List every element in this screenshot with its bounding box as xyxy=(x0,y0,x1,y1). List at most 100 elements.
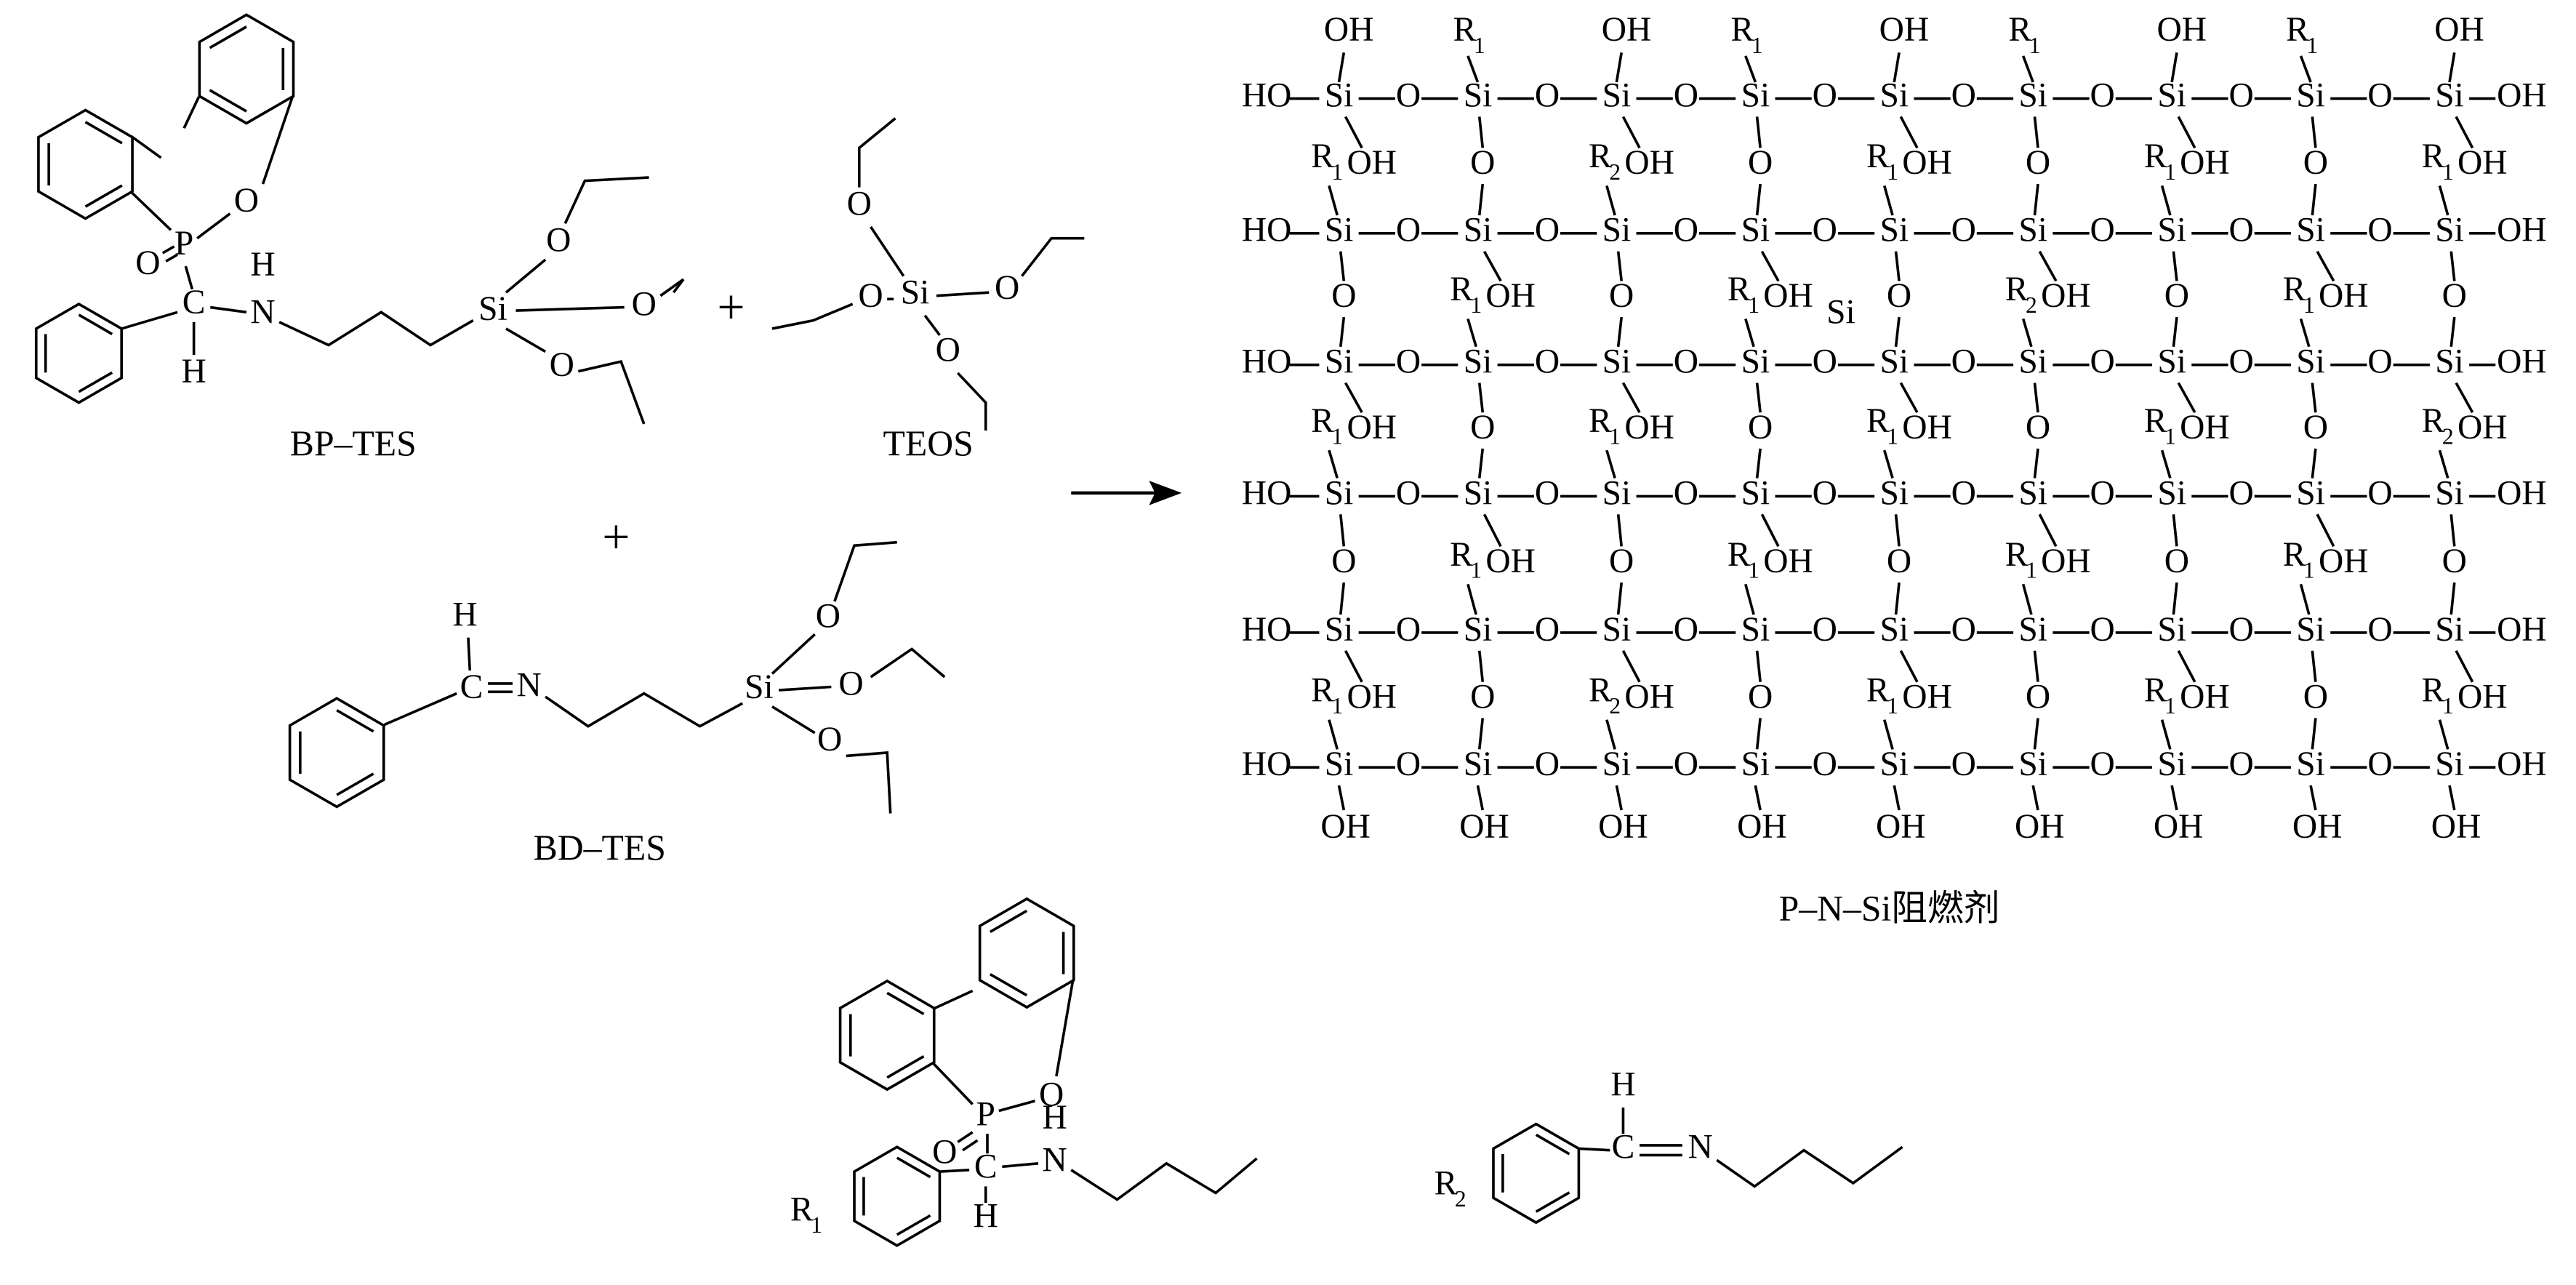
r1-label: R xyxy=(2008,11,2031,49)
r-subscript: 1 xyxy=(1331,424,1343,449)
silicon-atom: Si xyxy=(1879,611,1909,649)
r2-label: R xyxy=(2422,402,2445,440)
bond xyxy=(165,253,178,263)
hydroxyl-label: OH xyxy=(2292,808,2343,846)
r-subscript: 2 xyxy=(2442,424,2454,449)
bond xyxy=(1894,316,1901,347)
bond xyxy=(182,96,201,129)
bond xyxy=(771,705,816,734)
r-subscript: 1 xyxy=(2303,292,2315,318)
bridging-oxygen: O xyxy=(2090,745,2115,783)
bridging-oxygen: O xyxy=(2303,144,2328,182)
silicon-atom: Si xyxy=(2296,611,2325,649)
hydroxyl-label: OH xyxy=(2431,808,2481,846)
bridging-oxygen: O xyxy=(1813,212,1837,249)
bridging-oxygen: O xyxy=(1396,212,1421,249)
bond xyxy=(896,1156,931,1179)
bridging-oxygen: O xyxy=(1951,611,1976,649)
bridging-oxygen: O xyxy=(1674,343,1698,381)
bridging-oxygen: O xyxy=(1396,343,1421,381)
bridging-oxygen: O xyxy=(2367,212,2392,249)
bridging-oxygen: O xyxy=(1331,277,1356,315)
hydroxyl-label: OH xyxy=(2497,745,2547,783)
bond xyxy=(2309,785,2317,811)
silicon-atom: Si xyxy=(745,668,774,706)
bridging-oxygen: O xyxy=(1674,76,1698,114)
bond xyxy=(1882,719,1894,750)
bridging-oxygen: O xyxy=(1951,212,1976,249)
bond xyxy=(1339,514,1346,547)
silicon-atom: Si xyxy=(1325,745,1354,783)
bond xyxy=(2160,449,2172,479)
silicon-atom: Si xyxy=(1602,76,1632,114)
r1-label: R xyxy=(2283,536,2306,574)
bond xyxy=(2449,582,2456,615)
hydrogen-atom: H xyxy=(974,1197,998,1235)
bond xyxy=(1466,318,1477,348)
silicon-atom: Si xyxy=(2018,611,2047,649)
bridging-oxygen: O xyxy=(1535,212,1560,249)
bond xyxy=(1337,785,1346,811)
oxygen-atom: O xyxy=(858,277,883,315)
bridging-oxygen: O xyxy=(2367,474,2392,512)
bond xyxy=(2299,583,2311,615)
bond xyxy=(2021,583,2033,615)
bond xyxy=(962,1139,979,1152)
hydroxyl-label: OH xyxy=(2156,11,2207,49)
silicon-atom: Si xyxy=(2435,745,2464,783)
bridging-oxygen: O xyxy=(1813,343,1837,381)
silicon-atom: Si xyxy=(2296,212,2325,249)
bridging-oxygen: O xyxy=(2090,76,2115,114)
r-subscript: 1 xyxy=(2306,33,2318,58)
r-subscript: 1 xyxy=(1887,693,1898,718)
hydroxyl-label: OH xyxy=(2180,678,2230,716)
bond xyxy=(467,637,472,671)
bond xyxy=(957,1131,974,1143)
r1-label: R xyxy=(2005,536,2029,574)
bond xyxy=(989,973,1028,997)
r-subscript: 2 xyxy=(2026,292,2037,318)
bond xyxy=(1344,649,1363,683)
bridging-oxygen: O xyxy=(1331,543,1356,580)
carbon-atom: C xyxy=(1612,1129,1635,1166)
bond xyxy=(121,311,178,330)
bond xyxy=(78,371,113,393)
bond xyxy=(1466,583,1477,615)
bridging-oxygen: O xyxy=(2164,277,2189,315)
bridging-oxygen: O xyxy=(2228,343,2253,381)
benzene-ring xyxy=(198,13,295,125)
bond xyxy=(2021,55,2034,83)
bond xyxy=(2316,250,2335,282)
silicon-atom: Si xyxy=(1325,474,1354,512)
bond xyxy=(2311,183,2317,216)
bond xyxy=(1344,116,1363,149)
silicon-atom: Si xyxy=(1879,474,1909,512)
bond xyxy=(2449,316,2456,347)
benzene-ring xyxy=(37,108,134,220)
bridging-oxygen: O xyxy=(2367,76,2392,114)
bridging-oxygen: O xyxy=(2164,543,2189,580)
bridging-oxygen: O xyxy=(1748,144,1773,182)
bond xyxy=(1605,185,1616,216)
bond xyxy=(1755,383,1762,413)
bridging-oxygen: O xyxy=(1813,76,1837,114)
bond xyxy=(1744,318,1755,348)
bond xyxy=(1616,316,1623,347)
bond xyxy=(1882,185,1894,216)
bond xyxy=(2038,250,2058,282)
oxygen-atom: O xyxy=(936,332,960,369)
hydroxyl-label: OH xyxy=(1347,144,1397,182)
bridging-oxygen: O xyxy=(1470,678,1495,716)
bond xyxy=(384,692,457,726)
hydroxyl-label: OH xyxy=(1763,277,1813,315)
bond xyxy=(1616,514,1623,547)
bond xyxy=(1621,116,1641,149)
hydroxyl-label: HO xyxy=(1242,745,1292,783)
bridging-oxygen: O xyxy=(2228,76,2253,114)
bridging-oxygen: O xyxy=(1951,474,1976,512)
silicon-atom: Si xyxy=(1464,611,1493,649)
bond xyxy=(1535,1133,1570,1156)
silicon-atom: Si xyxy=(1741,76,1770,114)
benzene-ring xyxy=(288,697,385,809)
bridging-oxygen: O xyxy=(2228,474,2253,512)
